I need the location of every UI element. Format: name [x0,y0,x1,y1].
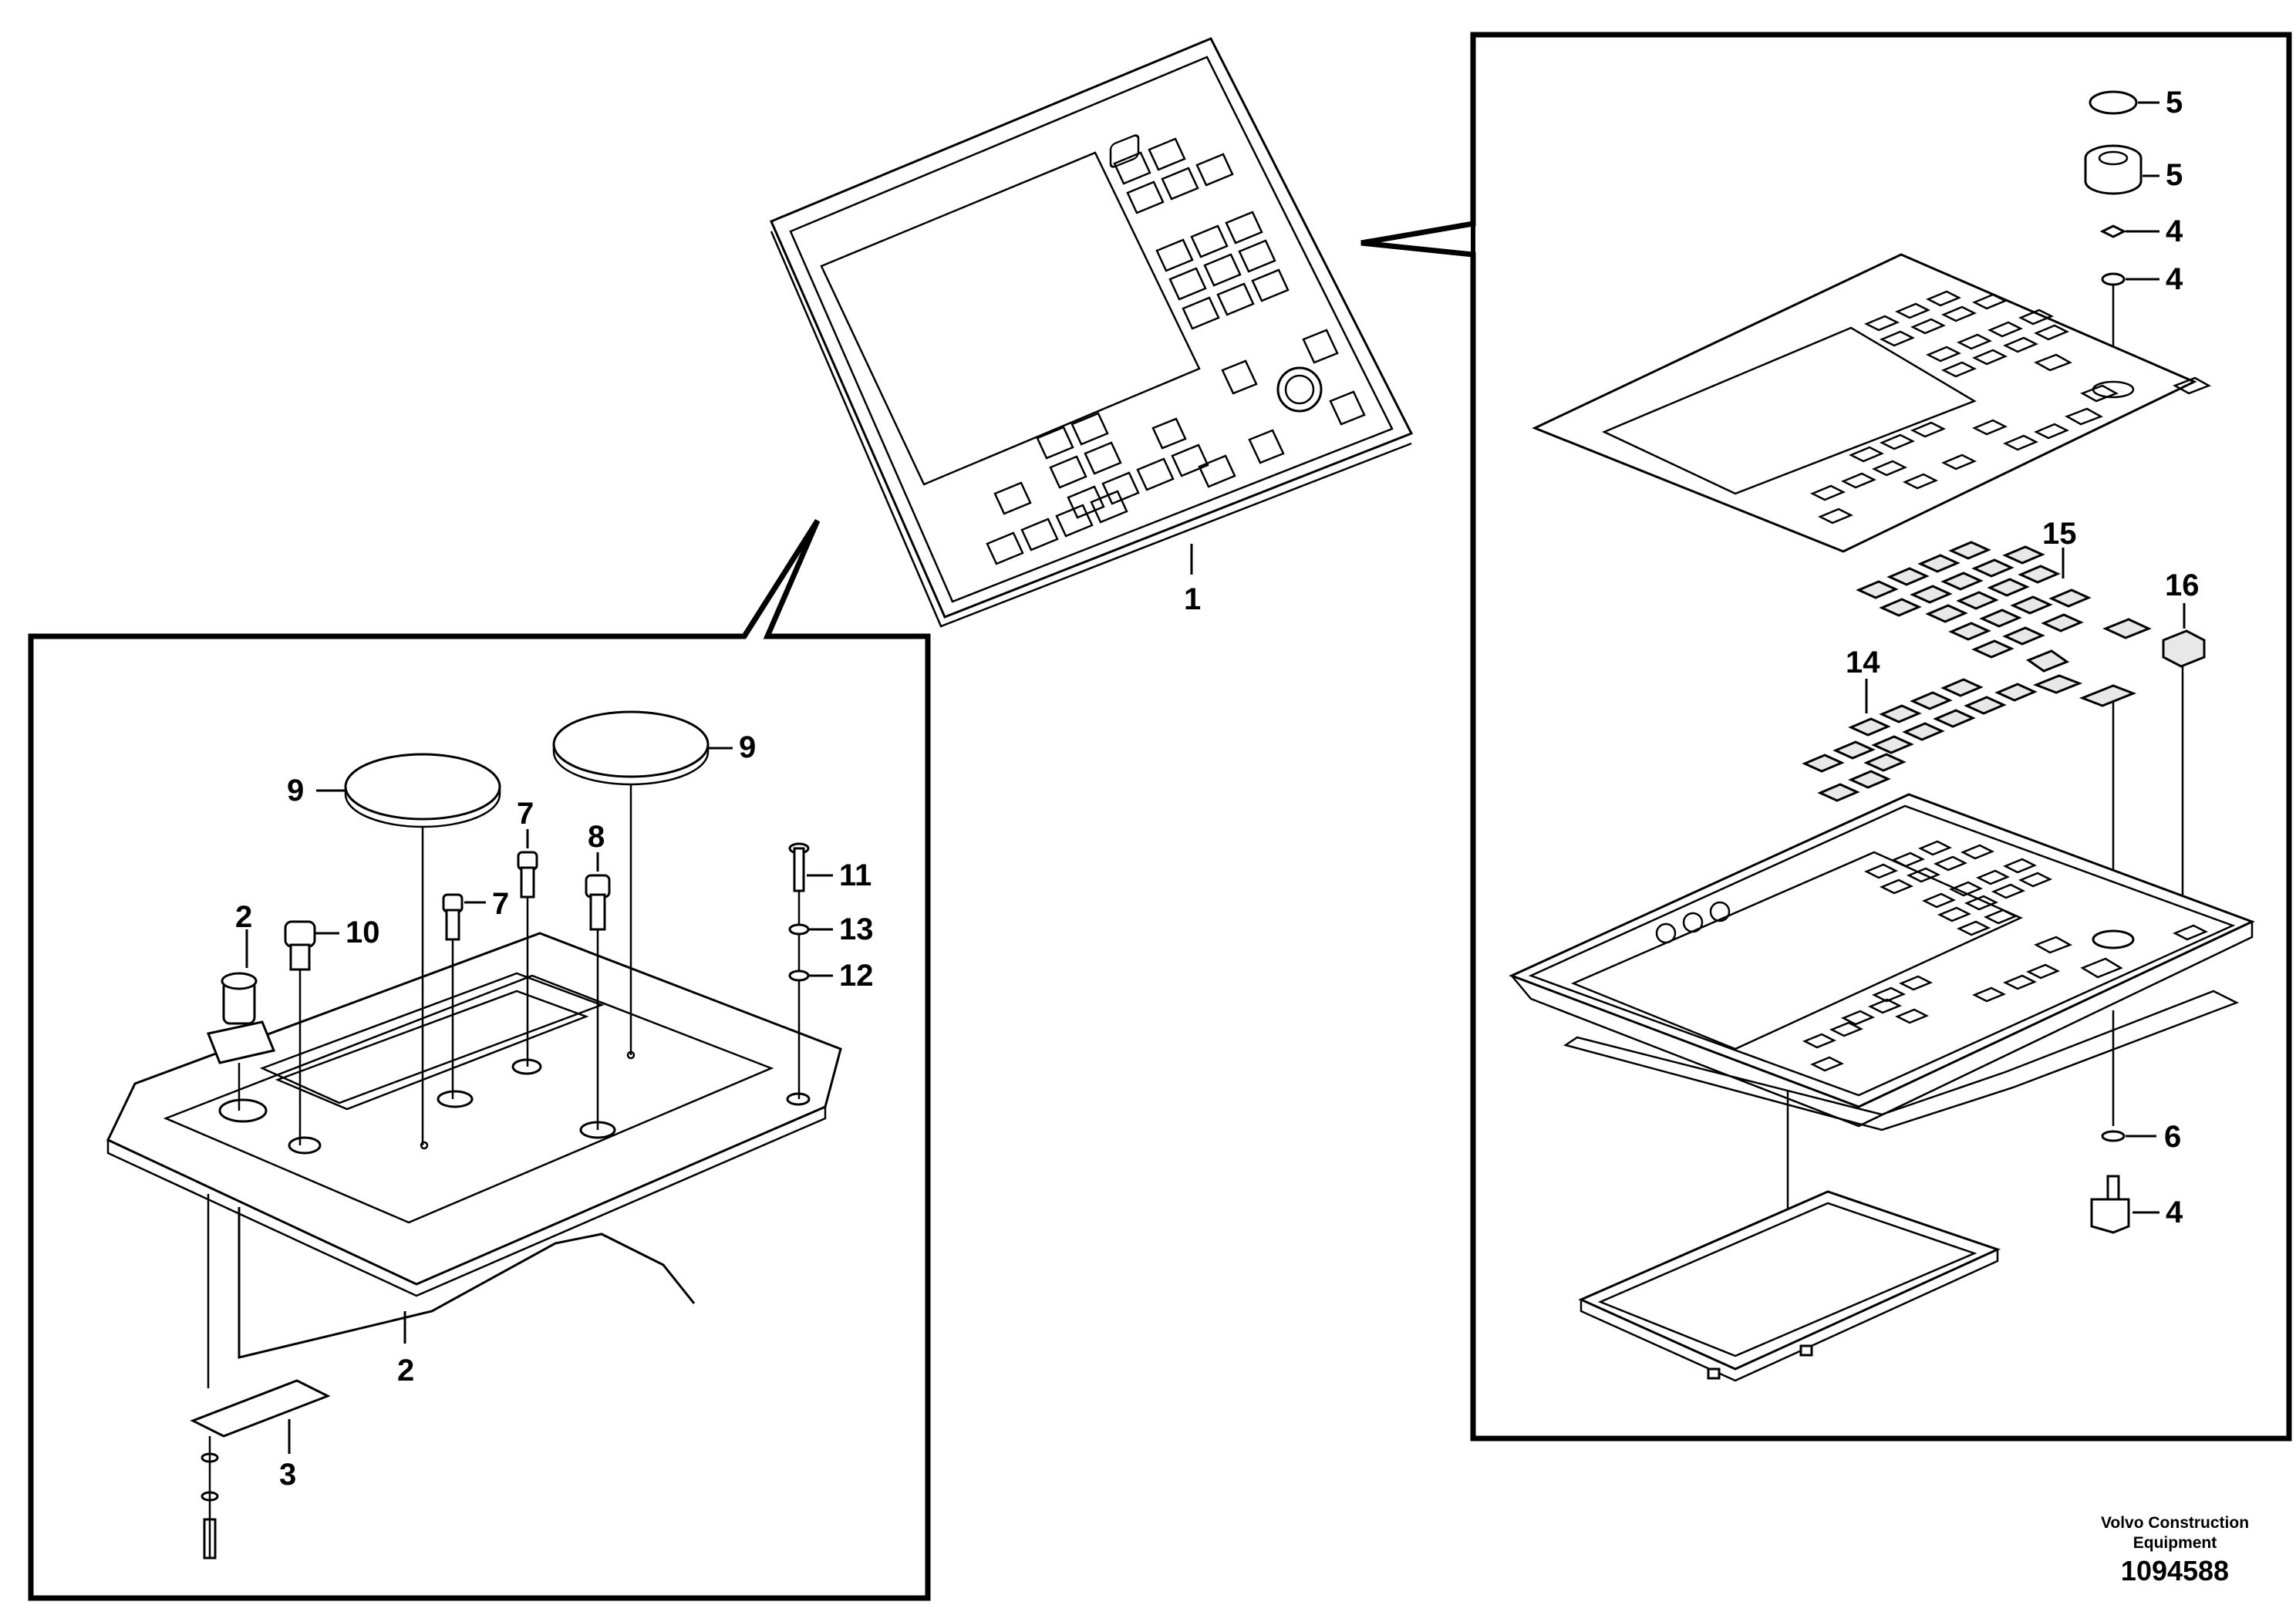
cable [238,1207,696,1359]
company-credit: Volvo Construction Equipment [2075,1513,2275,1553]
screw-10 [284,920,316,1145]
display-module [1578,1190,2001,1382]
callout-9-left: 9 [287,774,304,808]
rotary-knob-icon [1276,366,1323,413]
screw-7a [517,851,538,1067]
nut-4 [2099,224,2127,238]
washer-6 [2101,1130,2126,1142]
panel-exploded-frame [1360,32,2292,1442]
pad-9-right [552,710,710,1055]
control-panel-assembly [770,37,1414,628]
cover-plate [190,1379,331,1438]
cap-5-top [2089,90,2138,115]
callout-16: 16 [2165,568,2200,602]
callout-8: 8 [588,820,605,854]
callout-15: 15 [2042,517,2077,551]
screw-8 [585,874,611,1130]
callout-5-top: 5 [2166,86,2183,120]
pad-9-left [344,753,501,1145]
callout-6: 6 [2164,1120,2181,1154]
company-name-line1: Volvo Construction [2100,1514,2250,1532]
panel-keys [986,137,1366,565]
callout-11: 11 [839,858,872,892]
callout-7-top: 7 [517,797,534,831]
sensor-4 [2090,1175,2130,1234]
screw-7b [442,893,464,1099]
key-set-14 [1802,674,2137,802]
rear-cover [106,932,842,1297]
drawing-number: 1094588 [2120,1555,2230,1587]
gasket [1563,990,2240,1131]
callout-12: 12 [839,959,874,993]
overlay-foil [1532,253,2211,553]
callout-3: 3 [279,1458,296,1492]
callout-4-washer: 4 [2166,262,2183,296]
washer-12 [788,969,810,982]
callout-9-right: 9 [739,730,756,764]
washer-4 [2101,272,2126,286]
callout-4-nut: 4 [2166,214,2183,248]
key-16 [2162,629,2206,668]
callout-1: 1 [1184,582,1201,616]
callout-4-sensor: 4 [2166,1195,2183,1229]
callout-7-side: 7 [492,887,509,921]
callout-2-connector: 2 [235,900,252,934]
callout-5-knob: 5 [2166,158,2183,192]
front-housing [1509,793,2255,1128]
connector [206,972,276,1111]
callout-14: 14 [1846,646,1880,679]
callout-13: 13 [839,912,874,946]
company-name-line2: Equipment [2132,1534,2217,1552]
callout-2-cable: 2 [397,1354,414,1388]
key-set-15 [1856,541,2152,673]
washer-13 [788,923,810,936]
knob-5 [2084,144,2143,195]
callout-10: 10 [346,916,380,949]
